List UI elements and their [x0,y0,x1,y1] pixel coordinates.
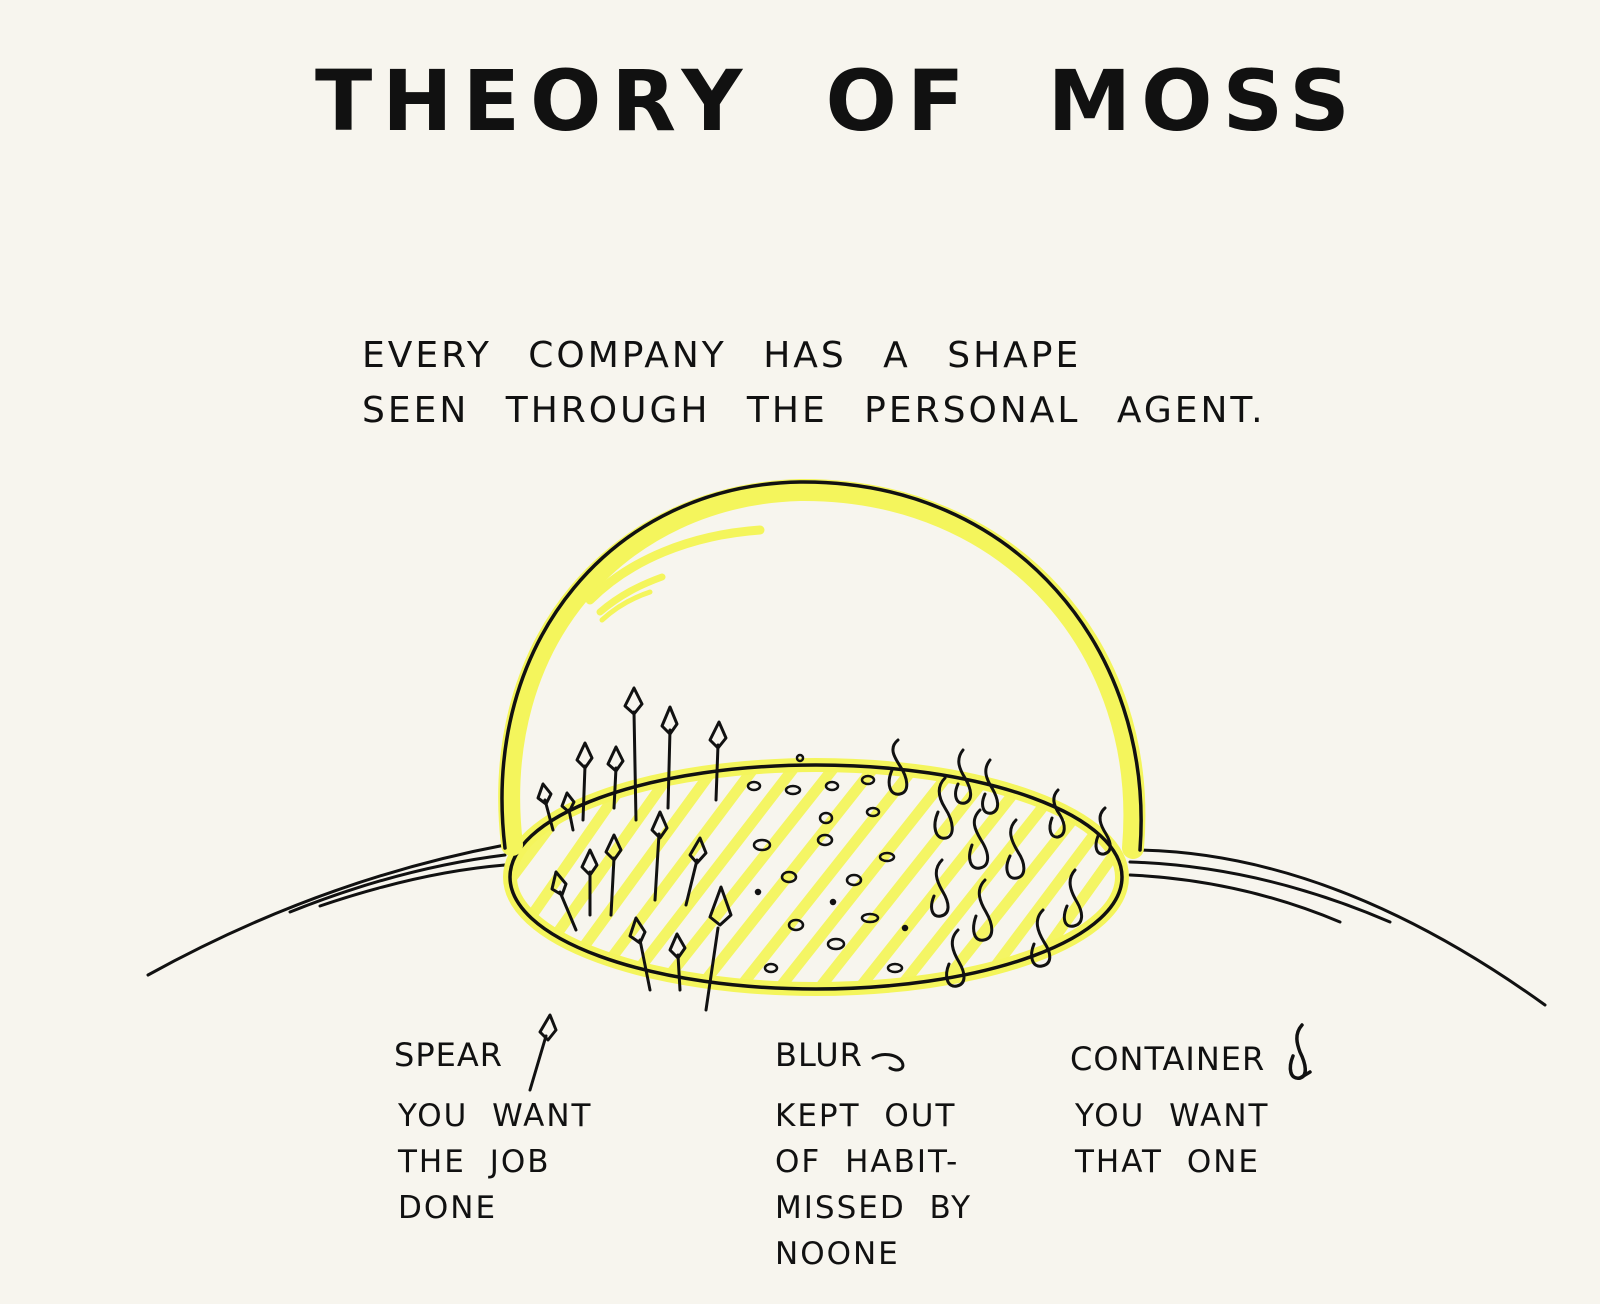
subtitle-line-1: EVERY COMPANY HAS A SHAPE [362,335,1082,376]
legend-blur-desc-line: MISSED BY [775,1190,973,1226]
legend-spear-description: YOU WANT THE JOB DONE [398,1093,592,1231]
spears [536,686,733,1012]
legend-blur-desc-line: NOONE [775,1236,900,1272]
legend-spear-desc-line: DONE [398,1190,498,1226]
legend-container-description: YOU WANT THAT ONE [1075,1093,1269,1185]
legend-spear-desc-line: THE JOB [398,1144,551,1180]
legend-container-desc-line: THAT ONE [1075,1144,1261,1180]
legend-blur-label: BLUR [775,1036,863,1074]
subtitle-line-2: SEEN THROUGH THE PERSONAL AGENT. [362,390,1266,431]
legend-blur-description: KEPT OUT OF HABIT- MISSED BY NOONE [775,1093,972,1277]
blur-icon [871,1053,905,1072]
legend-spear-label: SPEAR [394,1036,503,1074]
containers [887,738,1112,988]
legend-blur-desc-line: OF HABIT- [775,1144,960,1180]
page-title: THEORY OF MOSS [315,52,1360,150]
container-icon [1288,1023,1312,1080]
legend-container-label: CONTAINER [1070,1040,1266,1078]
hill-lines [146,843,1547,1007]
legend-container-desc-line: YOU WANT [1075,1098,1270,1134]
legend-spear-desc-line: YOU WANT [398,1098,593,1134]
glass-dome [498,478,1146,859]
legend-blur-desc-line: KEPT OUT [775,1098,957,1134]
spear-icon [528,1013,558,1092]
blurs [746,753,909,974]
